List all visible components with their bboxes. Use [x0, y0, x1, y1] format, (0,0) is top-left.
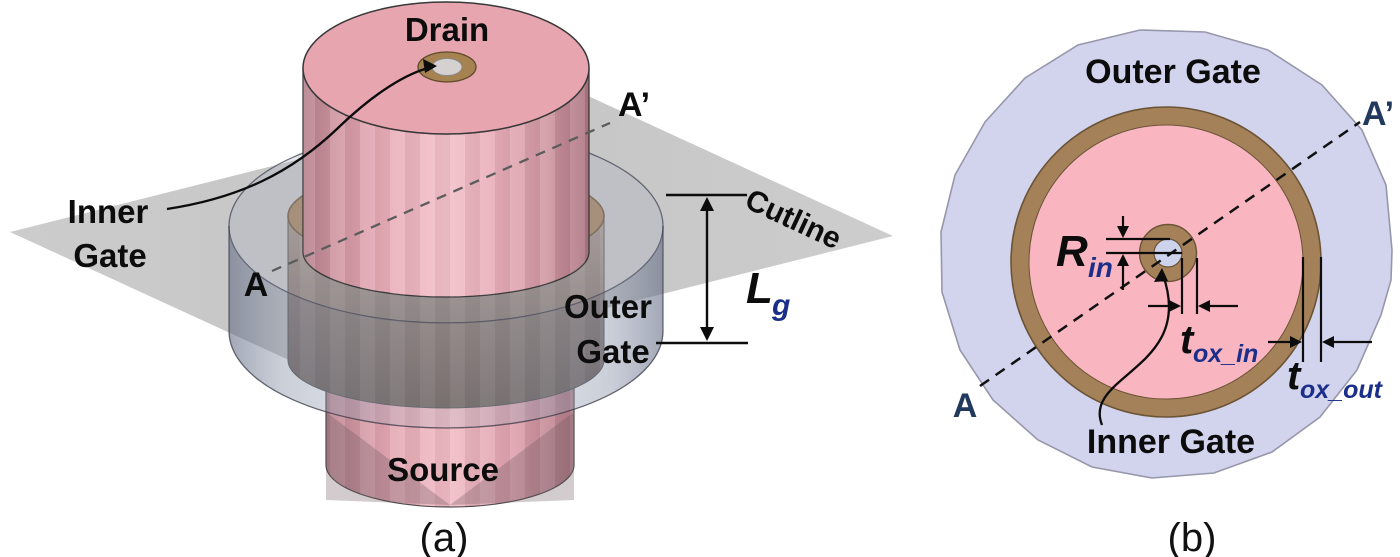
tox-out-subscript: ox_out [1300, 376, 1384, 404]
gate-length-dimension [656, 193, 748, 345]
section-start-label-a: A [244, 266, 269, 304]
panel-b-cross-section: Outer Gate A’ A R in t ox_in t ox_out In… [940, 29, 1394, 557]
inner-gate-core-top [431, 58, 463, 76]
tox-in-symbol: t [1180, 318, 1195, 362]
inner-radius-dimension [1106, 216, 1182, 290]
section-end-label-a: A’ [618, 86, 650, 124]
outer-gate-label-line1: Outer [564, 288, 652, 325]
source-shading-right [450, 412, 574, 505]
source-shading-left [326, 412, 450, 505]
section-line-dashed-a [271, 121, 611, 273]
outer-gate-label-b: Outer Gate [1085, 53, 1261, 91]
gate-length-symbol: L [746, 264, 773, 313]
inner-gate-label-line2: Gate [73, 237, 146, 274]
tox-out-symbol: t [1287, 354, 1302, 398]
drain-label: Drain [405, 11, 489, 48]
inner-gate-leader-arrow [166, 59, 437, 211]
tox-in-dimension [1148, 258, 1238, 314]
outer-gate-label-line2: Gate [576, 333, 649, 370]
source-label: Source [387, 451, 499, 488]
inner-gate-label-b: Inner Gate [1087, 423, 1255, 461]
drain-cylinder [302, 1, 590, 298]
section-end-label-b: A’ [1362, 95, 1394, 133]
gate-length-subscript: g [771, 289, 790, 322]
inner-gate-leader-arrow-b [1098, 268, 1171, 426]
panel-a-caption: (a) [420, 516, 469, 557]
panel-b-caption: (b) [1168, 516, 1217, 557]
tox-in-subscript: ox_in [1193, 340, 1258, 368]
section-start-label-b: A [953, 387, 978, 425]
panel-a-3d-view: Drain A’ Inner Gate A Outer Gate Source … [10, 1, 893, 557]
inner-gate-label-line1: Inner [68, 193, 149, 230]
tox-out-dimension [1268, 257, 1372, 362]
inner-radius-subscript: in [1088, 252, 1113, 283]
inner-radius-symbol: R [1056, 227, 1088, 276]
